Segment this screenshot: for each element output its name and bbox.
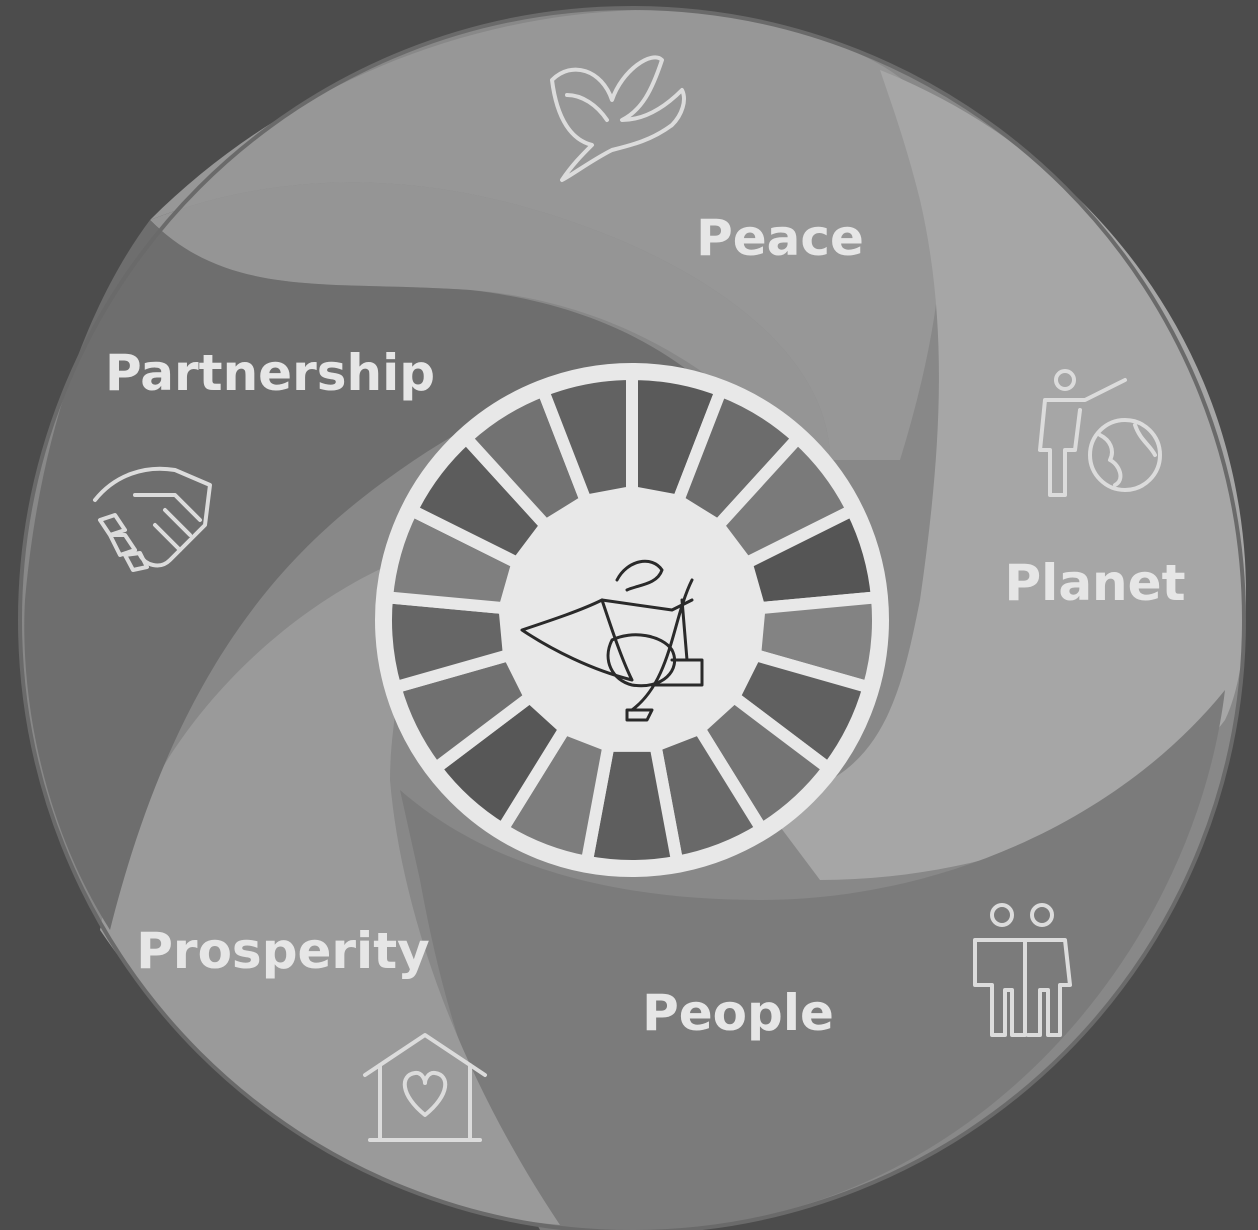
label-people: People [642,984,834,1042]
segment-planet [760,70,1246,880]
outer-circle-rim [18,6,1246,1230]
segment-peace-top [150,10,942,460]
segment-prosperity [100,560,560,1225]
seamstress-sewing-icon [520,559,704,722]
two-people-icon [973,903,1072,1037]
house-heart-icon [363,1033,487,1142]
center-wheel [375,363,889,877]
person-globe-icon [1038,369,1162,497]
handshake-icon [93,466,212,572]
label-partnership: Partnership [105,344,435,402]
label-planet: Planet [1005,554,1186,612]
wheel-spokes [380,367,884,872]
segment-peace [150,182,830,460]
dove-icon [550,55,686,182]
label-prosperity: Prosperity [136,922,429,980]
segment-people [400,690,1225,1230]
wheel-spoke [535,367,638,508]
label-peace: Peace [696,209,864,267]
